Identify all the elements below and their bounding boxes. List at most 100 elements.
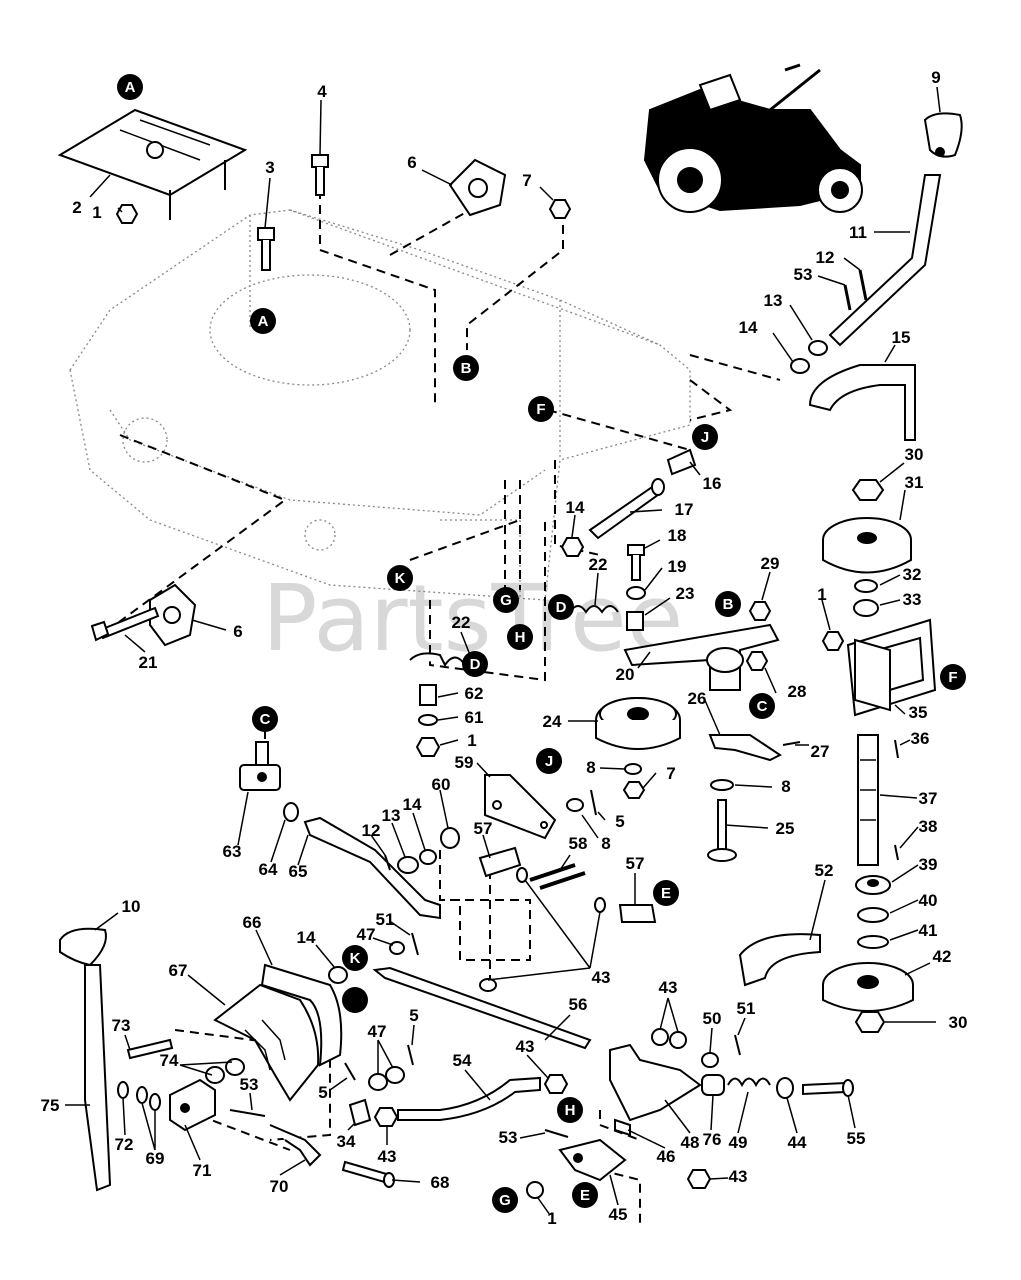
tractor-image	[643, 63, 863, 213]
callout-k-top: K	[387, 565, 413, 591]
label-17: 17	[675, 500, 694, 519]
label-12-mid: 12	[362, 821, 381, 840]
label-43-top-right: 43	[659, 978, 678, 997]
knob-part-10	[59, 927, 107, 967]
svg-text:D: D	[556, 599, 567, 616]
svg-text:H: H	[515, 629, 526, 646]
washer-part-13	[808, 340, 828, 356]
sleeve-part-57-left	[478, 846, 522, 878]
svg-text:K: K	[350, 950, 361, 967]
label-15: 15	[892, 328, 911, 347]
label-25: 25	[776, 819, 795, 838]
label-75: 75	[41, 1096, 60, 1115]
bolt-part-3	[257, 227, 275, 271]
label-30-bottom: 30	[949, 1013, 968, 1032]
bolt-part-68	[341, 1160, 395, 1188]
mower-frame	[69, 209, 691, 601]
callout-h-mid: H	[507, 624, 533, 650]
pin-part-5-lower-left	[344, 1062, 356, 1081]
bearing-part-39	[855, 875, 891, 895]
pin-part-53-bottom	[544, 1129, 569, 1138]
svg-text:B: B	[461, 360, 472, 377]
bolt-part-27	[782, 741, 801, 746]
label-74: 74	[160, 1051, 179, 1070]
label-47-lower: 47	[368, 1022, 387, 1041]
label-26: 26	[688, 689, 707, 708]
label-64: 64	[259, 860, 278, 879]
label-11: 11	[849, 223, 867, 242]
bolt-part-25	[707, 799, 737, 862]
rod-part-56	[372, 966, 592, 1050]
label-5-lower-left: 5	[318, 1083, 327, 1102]
bolt-part-73	[126, 1038, 174, 1060]
pin-part-17	[588, 478, 665, 540]
label-22-top: 22	[589, 555, 608, 574]
nut-part-43-left	[373, 1107, 399, 1127]
label-1: 1	[92, 203, 101, 222]
callout-g-bottom: G	[492, 1187, 518, 1213]
label-22-left: 22	[452, 613, 471, 632]
label-70: 70	[270, 1177, 289, 1196]
label-39: 39	[919, 855, 938, 874]
washers-part-47-lower	[368, 1066, 405, 1091]
nut-part-30-bottom	[854, 1011, 886, 1033]
nut-part-7	[548, 199, 572, 219]
label-52: 52	[815, 861, 834, 880]
label-51-right: 51	[737, 999, 756, 1018]
nuts-part-43-top-right	[651, 1028, 687, 1049]
label-10: 10	[122, 897, 141, 916]
svg-text:E: E	[661, 885, 671, 902]
label-51-mid: 51	[376, 910, 395, 929]
nut-part-43-bottom-right	[686, 1169, 712, 1189]
label-1-mid: 1	[467, 731, 476, 750]
spacer-part-23	[626, 611, 644, 631]
block-part-71	[169, 1078, 216, 1132]
label-67: 67	[169, 961, 188, 980]
svg-text:H: H	[565, 1102, 576, 1119]
label-76: 76	[703, 1130, 722, 1149]
label-8-left: 8	[601, 834, 610, 853]
label-73: 73	[112, 1016, 131, 1035]
label-13: 13	[764, 291, 783, 310]
label-33: 33	[903, 590, 922, 609]
nut-part-14-left	[328, 966, 348, 984]
label-71: 71	[193, 1161, 212, 1180]
nut-part-30-top	[851, 479, 885, 501]
label-38: 38	[919, 817, 938, 836]
label-44: 44	[788, 1133, 807, 1152]
pulley-part-31	[822, 517, 912, 574]
label-58: 58	[569, 834, 588, 853]
label-50: 50	[703, 1009, 722, 1028]
svg-text:J: J	[701, 429, 709, 446]
svg-text:C: C	[260, 711, 271, 728]
flange-part-6-bottom	[149, 583, 197, 647]
label-31: 31	[905, 473, 924, 492]
label-2: 2	[72, 198, 81, 217]
spring-part-70	[269, 1124, 322, 1167]
label-68: 68	[431, 1173, 450, 1192]
label-7-mid: 7	[666, 764, 675, 783]
label-55: 55	[847, 1129, 866, 1148]
washer-part-64	[283, 802, 299, 822]
ring-part-41	[857, 935, 889, 949]
label-46: 46	[657, 1147, 676, 1166]
washer-part-50	[701, 1052, 719, 1068]
svg-text:B: B	[723, 596, 734, 613]
label-6: 6	[407, 153, 416, 172]
callout-c-left: C	[252, 706, 278, 732]
nut-part-1-right	[821, 631, 845, 651]
label-20: 20	[616, 665, 635, 684]
pulley-part-42	[822, 962, 914, 1012]
pins-part-58	[529, 863, 586, 890]
svg-text:C: C	[757, 698, 768, 715]
label-36: 36	[911, 729, 930, 748]
svg-text:F: F	[948, 669, 957, 686]
bracket-part-59	[484, 774, 557, 840]
label-40: 40	[919, 891, 938, 910]
label-43-bottom-mid: 43	[516, 1037, 535, 1056]
bolt-part-16	[666, 448, 697, 476]
bolt-part-4	[311, 154, 329, 196]
nut-part-43-bottom-mid	[543, 1074, 569, 1094]
pins-part-12-53	[843, 269, 868, 311]
callout-e-right: E	[653, 880, 679, 906]
